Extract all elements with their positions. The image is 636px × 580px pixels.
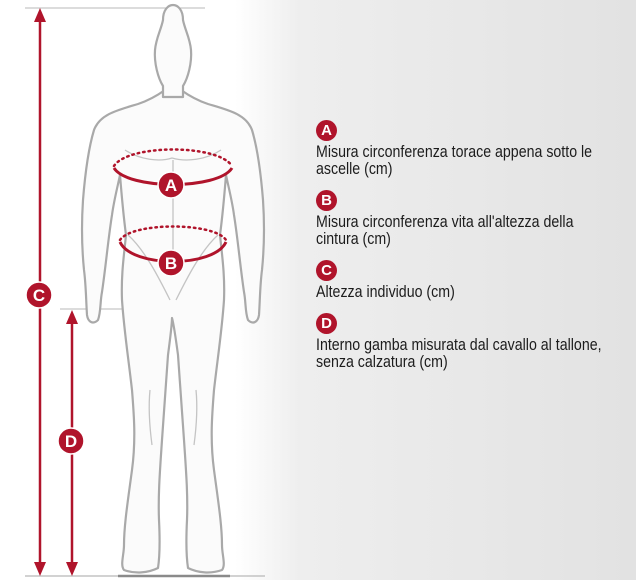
legend-badge-d: D [316, 313, 337, 334]
legend-description-c: Altezza individuo (cm) [316, 283, 455, 301]
legend-description-d: Interno gamba misurata dal cavallo al ta… [316, 336, 602, 371]
human-silhouette [80, 3, 266, 574]
legend-description-a: Misura circonferenza torace appena sotto… [316, 143, 593, 178]
badge-b-waist-letter: B [165, 254, 177, 273]
height-arrow-bottom-head [34, 562, 46, 576]
chest-back-dotted-curve [112, 148, 234, 168]
legend-entry-d: D Interno gamba misurata dal cavallo al … [316, 313, 616, 371]
badge-b-waist [157, 249, 185, 277]
legend-badge-c: C [316, 260, 337, 281]
chest-measurement-a: A [112, 148, 234, 199]
measurement-legend: A Misura circonferenza torace appena sot… [316, 120, 616, 383]
legend-entry-a: A Misura circonferenza torace appena sot… [316, 120, 616, 178]
height-arrow-top-head [34, 8, 46, 22]
height-arrow-c: C [25, 8, 53, 576]
waist-measurement-b: B [118, 225, 228, 277]
legend-description-b: Misura circonferenza vita all'altezza de… [316, 213, 574, 248]
legend-entry-c: C Altezza individuo (cm) [316, 260, 616, 301]
legend-entry-b: B Misura circonferenza vita all'altezza … [316, 190, 616, 248]
badge-d-inseam-letter: D [65, 432, 77, 451]
inseam-arrow-d: D [57, 310, 85, 576]
badge-d-inseam [57, 427, 85, 455]
waist-back-dotted-curve [118, 225, 228, 242]
badge-a-chest-letter: A [165, 176, 177, 195]
inseam-arrow-top-head [66, 310, 78, 324]
badge-c-height-letter: C [33, 286, 45, 305]
legend-badge-a: A [316, 120, 337, 141]
badge-c-height [25, 281, 53, 309]
badge-a-chest [157, 171, 185, 199]
inseam-arrow-bottom-head [66, 562, 78, 576]
legend-badge-b: B [316, 190, 337, 211]
